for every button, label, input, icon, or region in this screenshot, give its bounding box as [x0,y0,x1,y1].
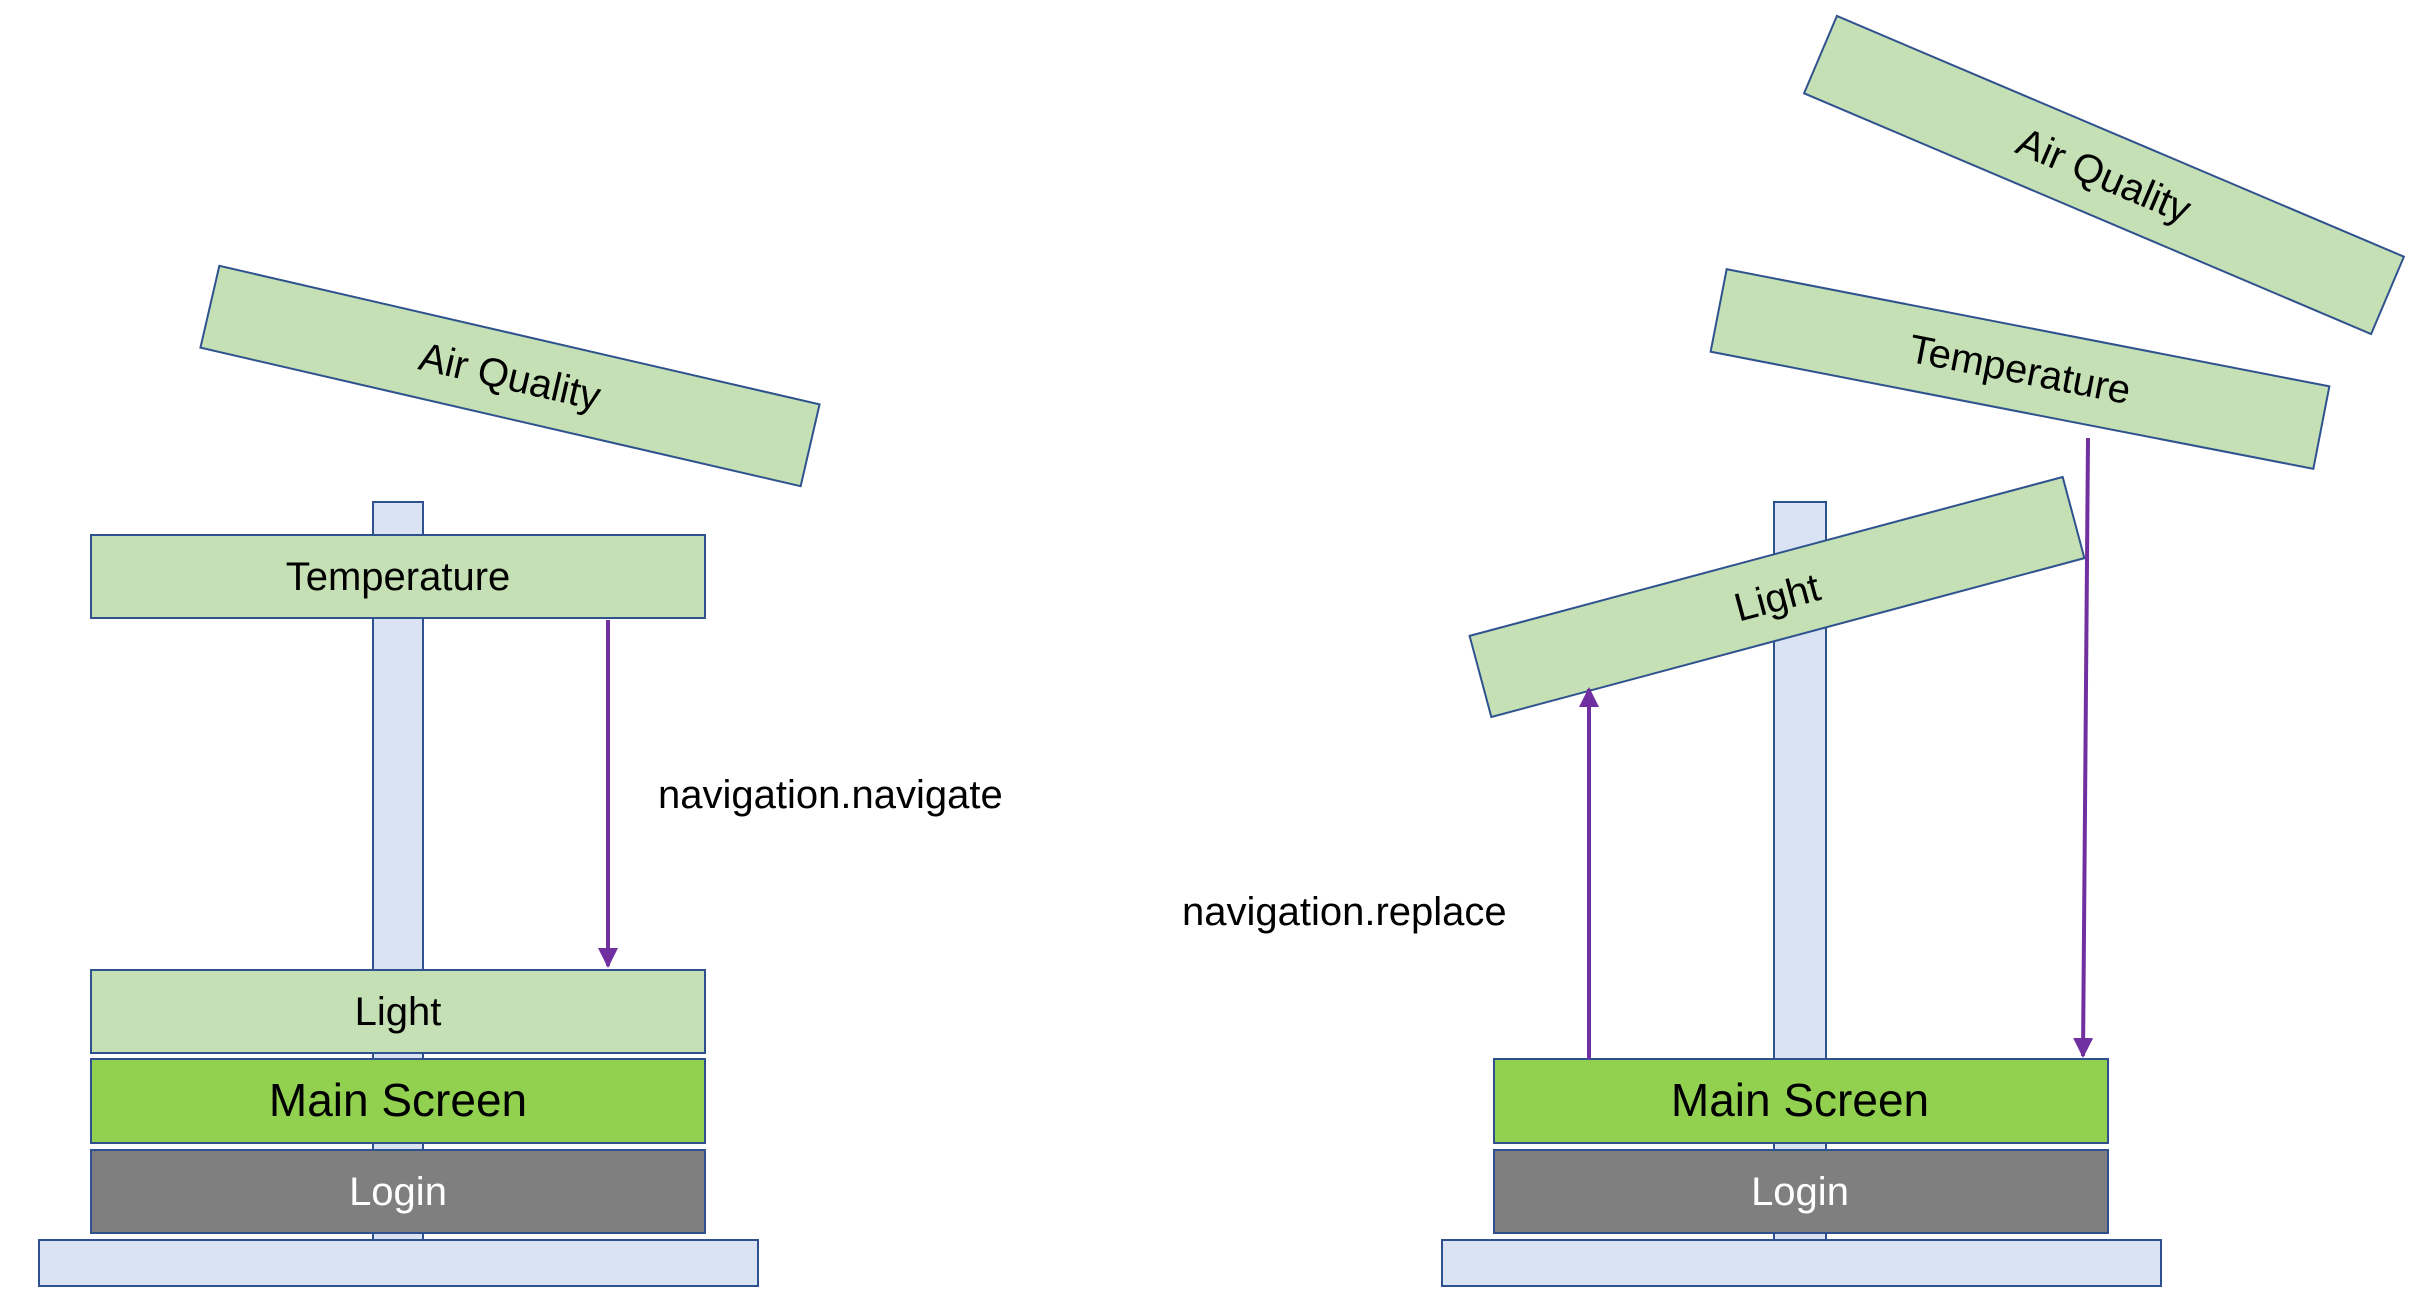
right-main-screen-label: Main Screen [1671,1074,1929,1126]
left-light-card: Light [90,969,706,1054]
replace-down-arrow [2073,437,2094,1058]
right-air-quality-card: Air Quality [1802,14,2406,336]
right-login-card: Login [1493,1149,2109,1234]
left-main-screen-card: Main Screen [90,1058,706,1144]
right-temperature-card: Temperature [1709,268,2331,470]
right-login-label: Login [1751,1170,1849,1214]
left-main-screen-label: Main Screen [269,1074,527,1126]
left-light-label: Light [355,990,442,1034]
right-main-screen-card: Main Screen [1493,1058,2109,1144]
navigate-label: navigation.navigate [658,773,1003,817]
left-temperature-card: Temperature [90,534,706,619]
left-temperature-label: Temperature [286,555,511,599]
left-login-label: Login [349,1170,447,1214]
left-base [38,1239,759,1287]
replace-label: navigation.replace [1182,890,1507,934]
left-stack: Login Main Screen Light Temperature Air … [38,264,1003,1287]
right-stack: Login Main Screen Light Temperature Air … [1182,14,2406,1287]
right-light-card: Light [1468,475,2086,719]
left-air-quality-card: Air Quality [199,264,821,488]
left-login-card: Login [90,1149,706,1234]
right-base [1441,1239,2162,1287]
